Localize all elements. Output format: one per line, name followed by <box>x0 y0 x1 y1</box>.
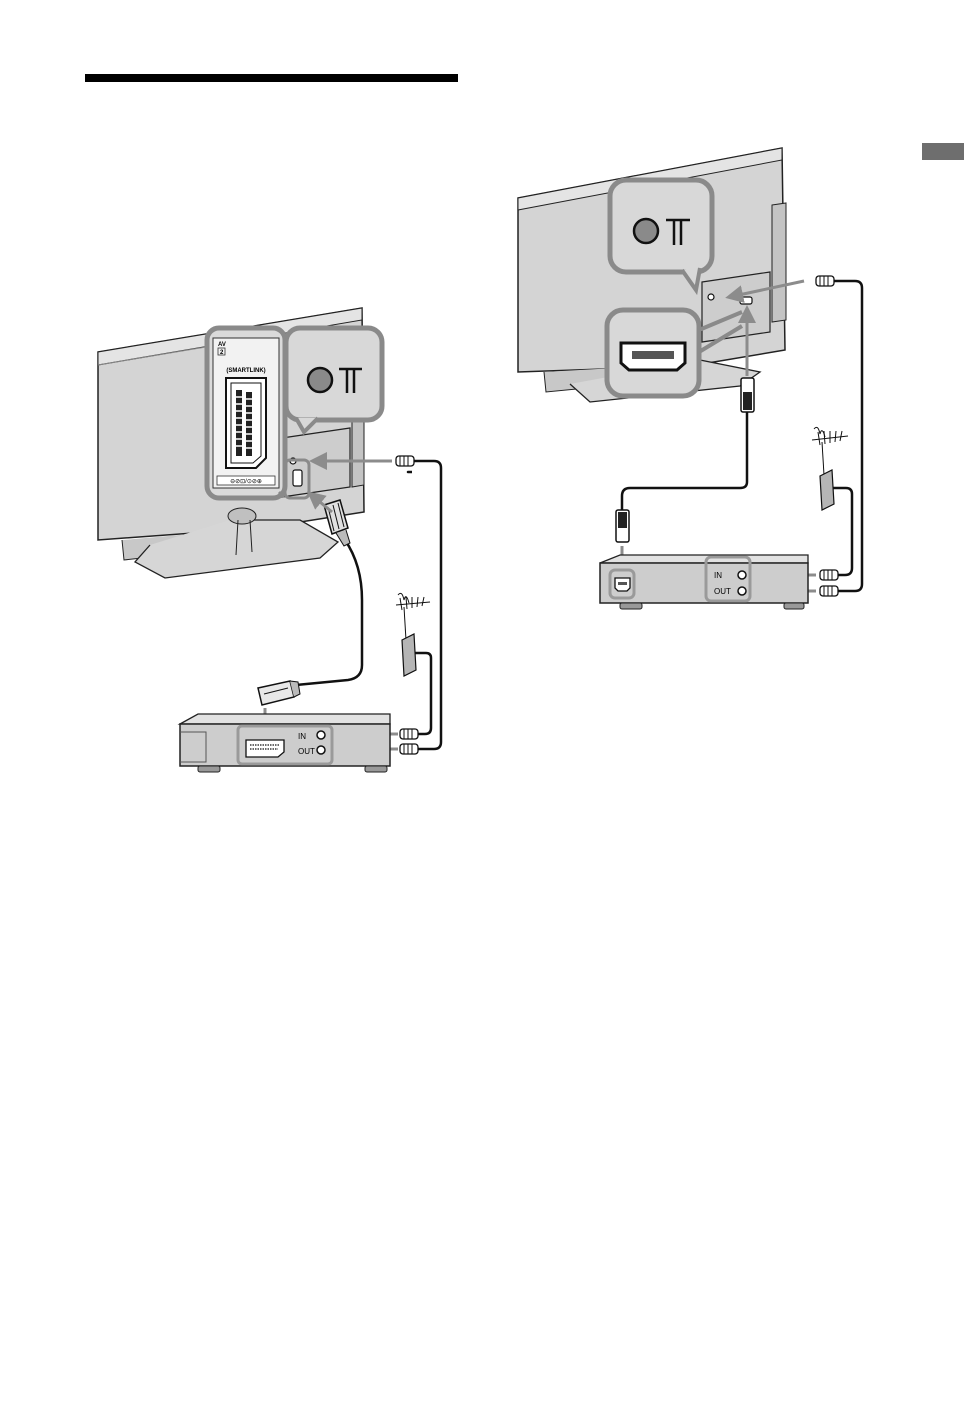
coax-plugs-vcr-right <box>820 570 838 596</box>
hdmi-port-icon <box>621 343 685 370</box>
scart-panel-callout: AV 2 (SMARTLINK) ⊖⊘⊡/⊙⊘⊕ <box>207 328 285 498</box>
coax-plug-tv-right <box>816 276 834 286</box>
vcr-in-label: IN <box>298 732 306 741</box>
tv-aerial-jack-right <box>708 294 714 300</box>
vcr-left: IN OUT <box>180 714 390 772</box>
vcr-in-jack-right <box>738 571 746 579</box>
panel-smartlink-label: (SMARTLINK) <box>226 368 265 374</box>
vcr-in-label-right: IN <box>714 571 722 580</box>
scart-port-icon <box>226 378 266 468</box>
tv-scart-jack <box>293 470 302 486</box>
panel-av-label: AV <box>218 342 226 348</box>
vcr-out-label-right: OUT <box>714 587 731 596</box>
coax-plug-tv <box>396 456 414 466</box>
vcr-out-jack-right <box>738 587 746 595</box>
vcr-in-jack <box>317 731 325 739</box>
vcr-out-jack <box>317 746 325 754</box>
right-diagram: IN OUT <box>518 148 862 609</box>
panel-footer-icons: ⊖⊘⊡/⊙⊘⊕ <box>230 479 262 485</box>
aerial-socket-callout-right <box>610 180 712 290</box>
tv-hdmi-jack <box>740 297 752 304</box>
antenna-icon <box>396 593 430 676</box>
vcr-out-label: OUT <box>298 747 315 756</box>
left-diagram: AV 2 (SMARTLINK) ⊖⊘⊡/⊙⊘⊕ <box>98 308 441 772</box>
scart-plug-bottom <box>258 681 300 705</box>
scart-port-icon <box>246 740 284 757</box>
antenna-icon <box>812 427 848 510</box>
hdmi-plug-top <box>741 378 754 412</box>
coax-plugs-vcr-left <box>400 729 418 754</box>
hdmi-plug-bottom <box>616 510 629 542</box>
vcr-right: IN OUT <box>600 555 808 609</box>
aerial-socket-callout <box>286 328 382 432</box>
hdmi-port-icon <box>615 578 630 591</box>
